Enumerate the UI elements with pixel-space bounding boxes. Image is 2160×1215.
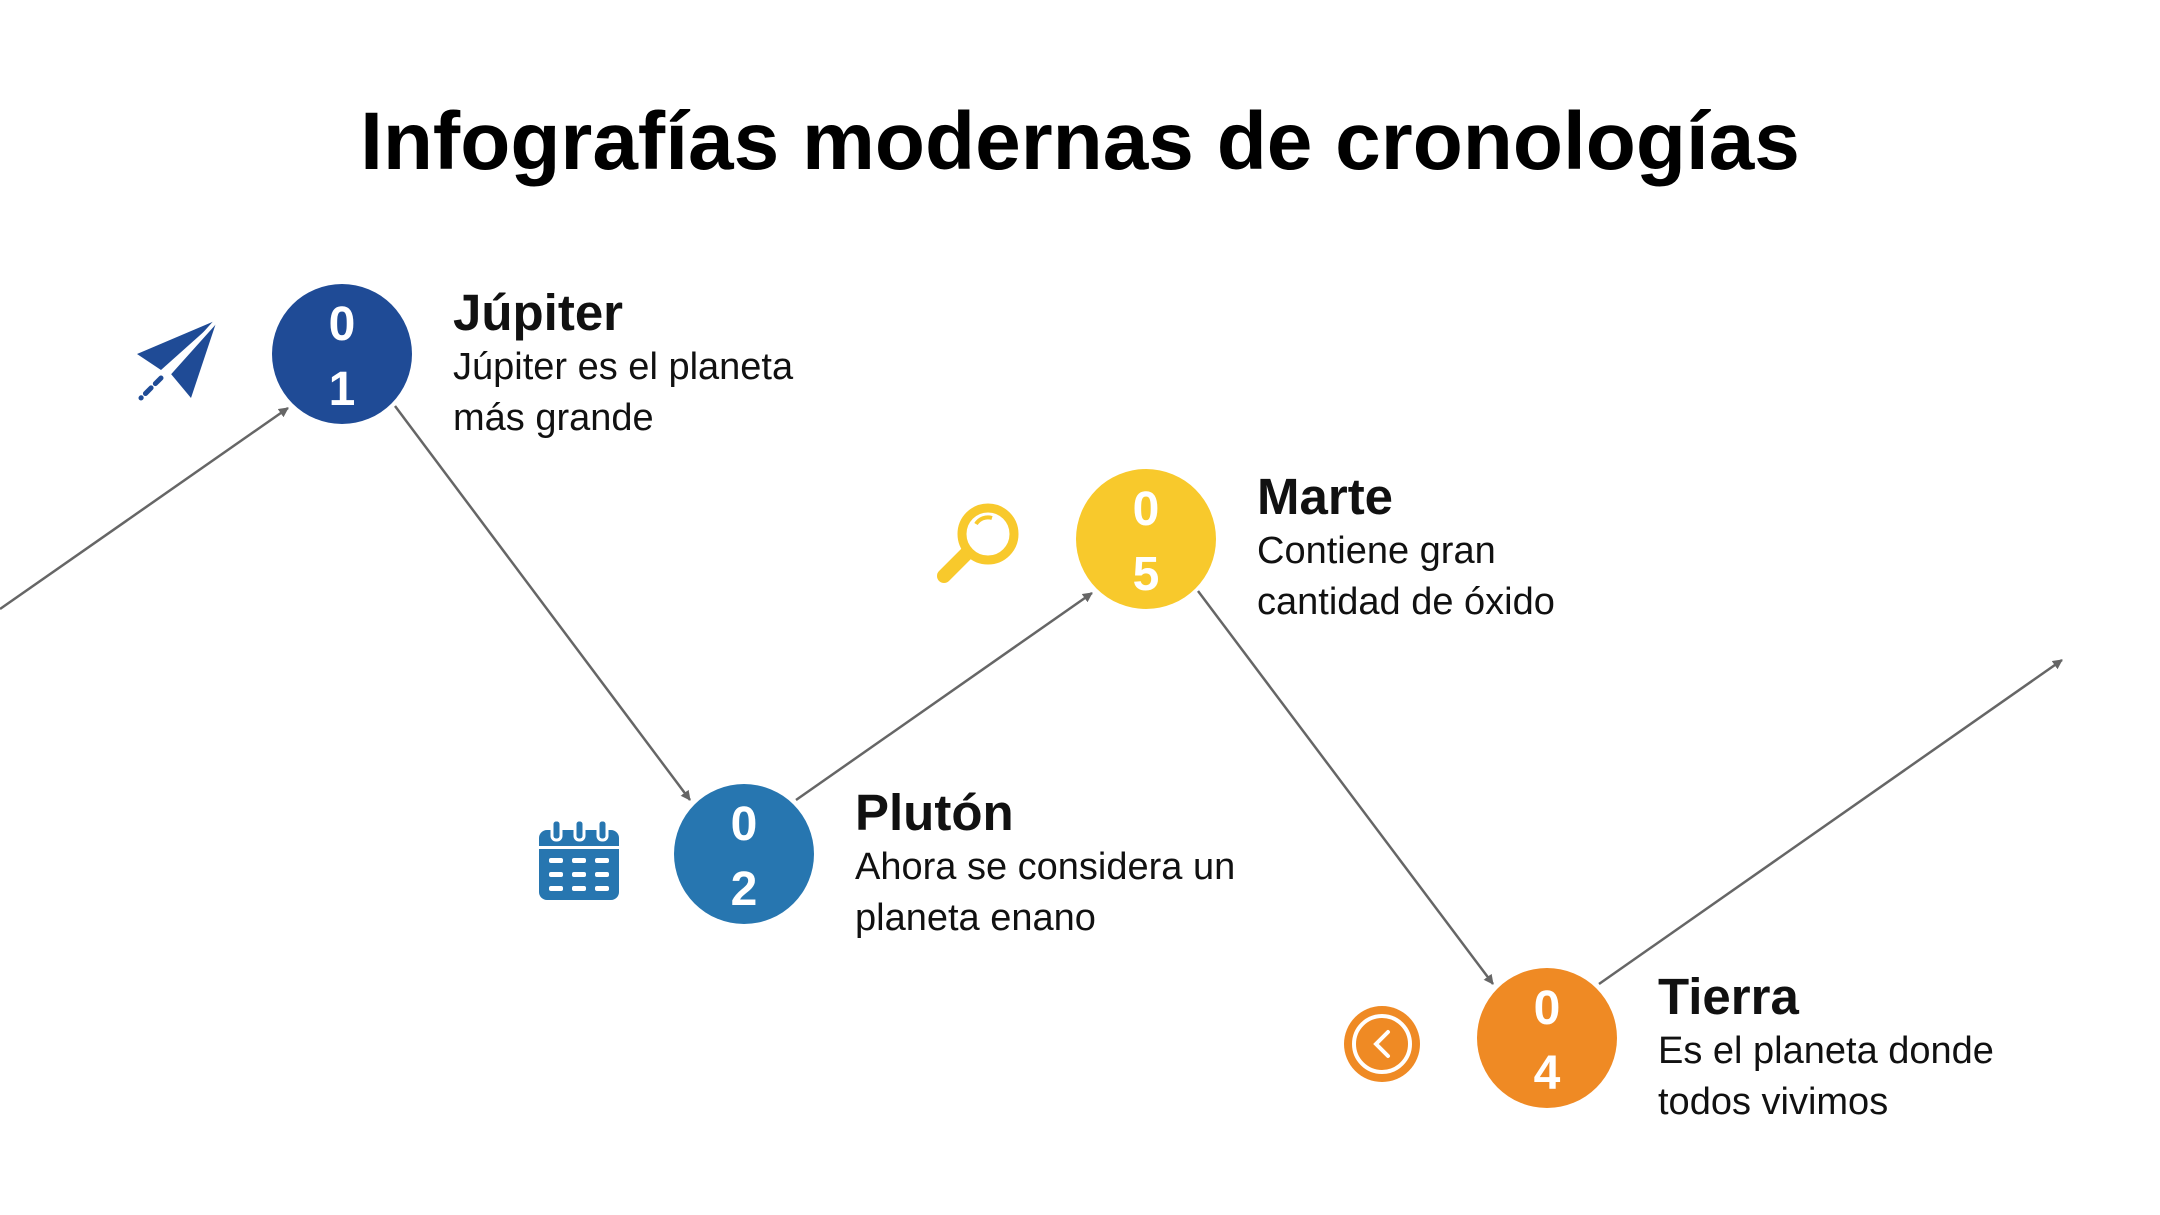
connector-line xyxy=(1197,590,1494,985)
step-description: Es el planeta donde todos vivimos xyxy=(1658,1030,1994,1123)
step-number-digit: 0 xyxy=(731,798,758,851)
step-circle-5: 0 5 xyxy=(1076,469,1216,609)
step-circle-2: 0 2 xyxy=(674,784,814,924)
step-number-digit: 0 xyxy=(329,298,356,351)
step-number-digit: 1 xyxy=(329,363,356,416)
magnifier-icon xyxy=(937,503,1019,583)
step-description: Contiene gran cantidad de óxido xyxy=(1257,530,1555,623)
step-number-digit: 5 xyxy=(1133,548,1160,601)
step-heading: Tierra xyxy=(1658,968,1799,1025)
paper-plane-icon xyxy=(137,318,219,401)
step-heading: Marte xyxy=(1257,468,1394,525)
step-label-1: Júpiter Júpiter es el planeta más grande xyxy=(453,284,873,444)
step-heading: Júpiter xyxy=(453,284,624,341)
step-number-digit: 2 xyxy=(731,863,758,916)
step-label-4: Tierra Es el planeta donde todos vivimos xyxy=(1658,968,2078,1128)
connector-line xyxy=(393,405,692,801)
step-label-2: Plutón Ahora se considera un planeta ena… xyxy=(855,784,1285,944)
step-number-digit: 4 xyxy=(1534,1047,1561,1100)
step-circle-4: 0 4 xyxy=(1477,968,1617,1108)
step-description: Júpiter es el planeta más grande xyxy=(453,346,794,439)
connector-line xyxy=(795,591,1093,802)
connector-line xyxy=(1598,658,2063,986)
step-number-digit: 0 xyxy=(1133,483,1160,536)
connector-line xyxy=(0,406,289,611)
calendar-icon xyxy=(539,818,619,900)
timeline-connectors xyxy=(0,405,2063,986)
clock-icon xyxy=(1344,1006,1420,1082)
page-title: Infografías modernas de cronologías xyxy=(360,96,1800,187)
step-label-5: Marte Contiene gran cantidad de óxido xyxy=(1257,468,1647,628)
step-description: Ahora se considera un planeta enano xyxy=(855,846,1236,939)
step-heading: Plutón xyxy=(855,784,1014,841)
step-number-digit: 0 xyxy=(1534,982,1561,1035)
step-circle-1: 0 1 xyxy=(272,284,412,424)
